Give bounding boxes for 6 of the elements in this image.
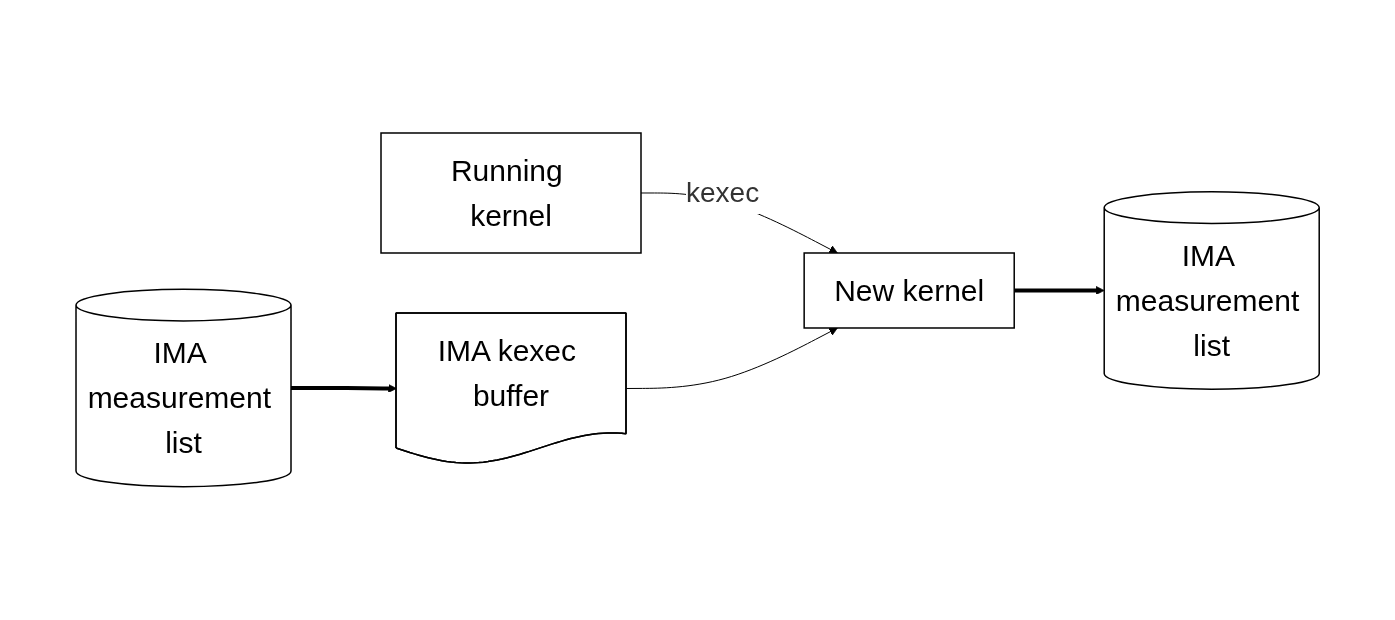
node-box: New kernel xyxy=(803,252,1015,329)
edge-label: kexec xyxy=(685,177,760,209)
node-box: Running kernel xyxy=(380,132,642,254)
arrow xyxy=(625,327,838,390)
arrow xyxy=(290,384,397,393)
arrow xyxy=(1014,286,1105,296)
